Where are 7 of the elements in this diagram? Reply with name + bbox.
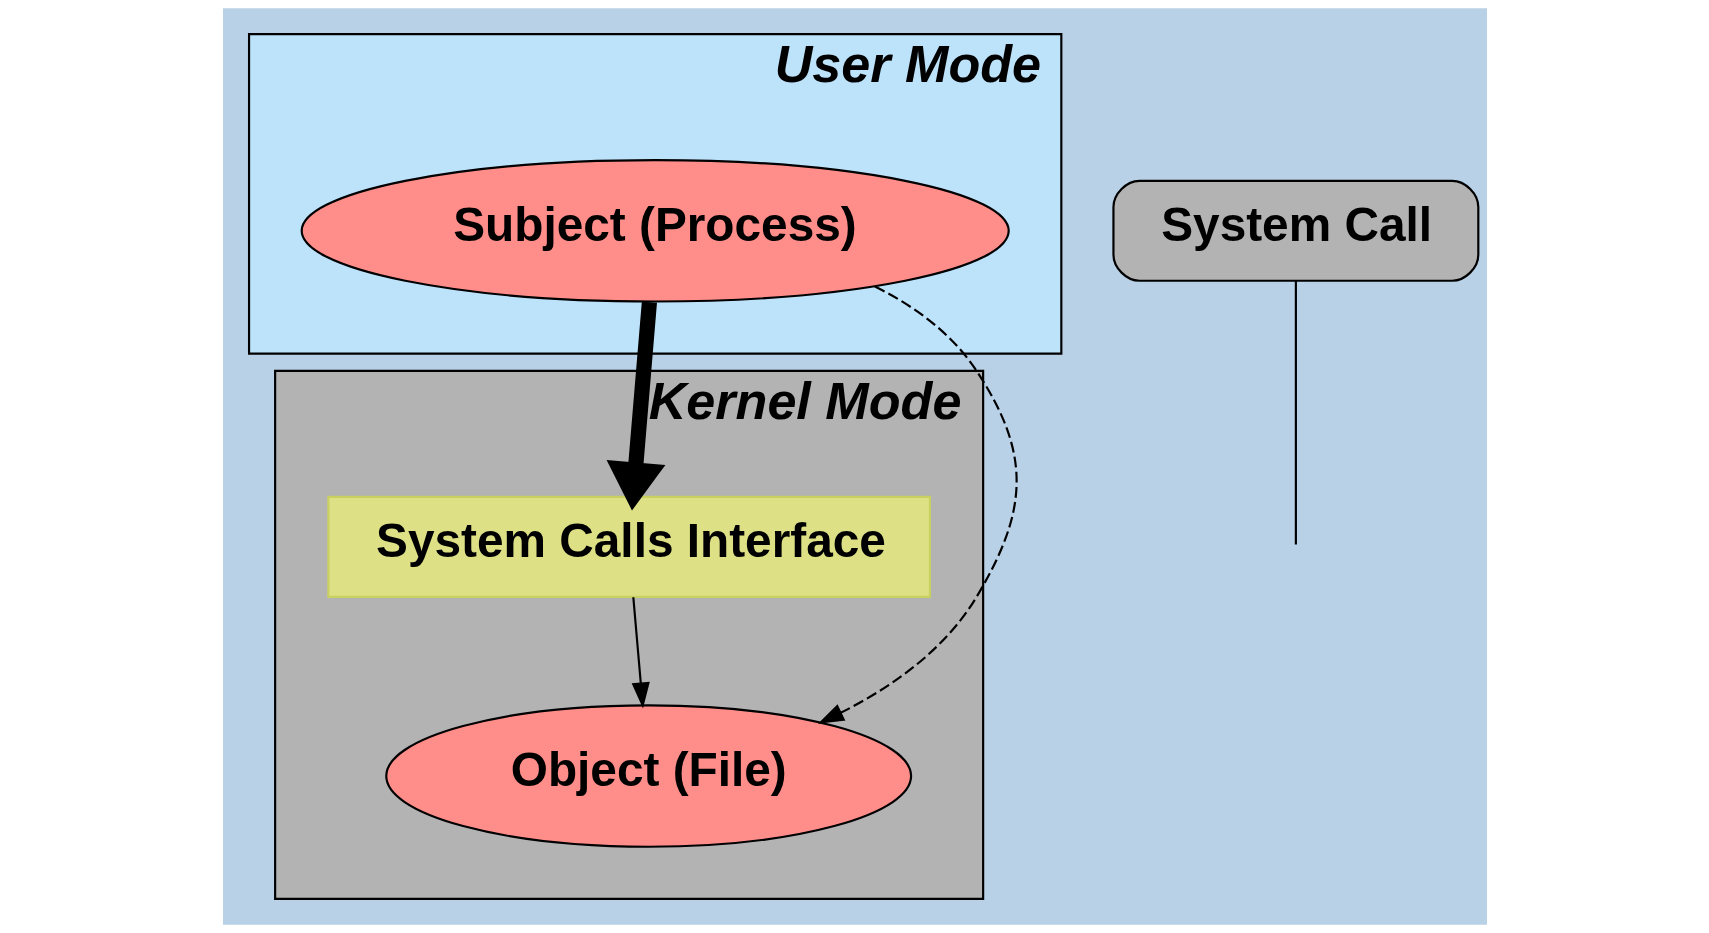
arrow	[817, 285, 1018, 724]
arrow	[606, 301, 665, 511]
node-box: System Call	[1111, 179, 1479, 282]
node-ellipse: Subject (Process)	[300, 159, 1010, 303]
connector	[1294, 281, 1297, 545]
node-box: System Calls Interface	[326, 495, 931, 598]
arrow	[631, 597, 650, 709]
